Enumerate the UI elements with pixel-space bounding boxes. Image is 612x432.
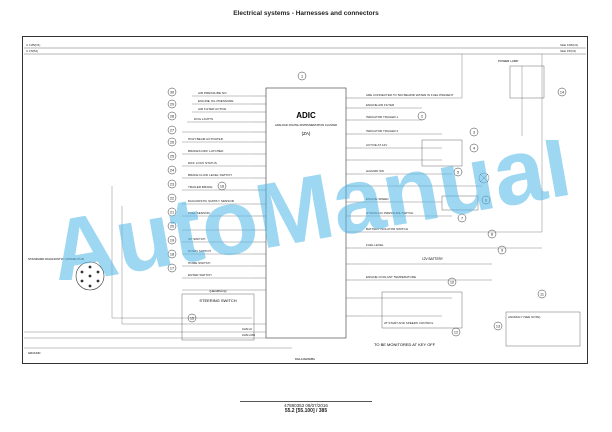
right-item-label: INDICATOR TRAILER 1 (366, 115, 399, 119)
callout-number: 5 (457, 170, 459, 174)
connector-label: STANDARD DIAGNOSTIC CONNECTOR (28, 257, 85, 261)
left-item-labels: AIR PRESSURE NO ENGINE OIL PRESSURE AIR … (188, 91, 235, 277)
legend-box (505, 311, 581, 347)
callout-number: 25 (170, 154, 174, 158)
callout-number: 3 (473, 130, 475, 134)
callout-number: 14 (560, 90, 564, 94)
steering-switch-title: STEERING SWITCH (199, 298, 236, 303)
callout-number: 12 (454, 330, 458, 334)
callout-number: 11 (540, 292, 544, 296)
lamp-symbol (478, 172, 490, 184)
callout-number: 2 (421, 114, 423, 118)
callout-number: 19 (170, 238, 174, 242)
callout-number: 28 (170, 114, 174, 118)
left-item-label: UP SWITCH (188, 237, 205, 241)
wiring-schematic: U F2B(D4) U F5(B4) SEE F2B(D4) SEE F5(D4… (24, 43, 586, 361)
right-item-labels: ARE CONNECTED TO 500 BEHIND WATER IN FUE… (366, 93, 540, 325)
callout-number: 21 (170, 210, 174, 214)
right-item-label: ACTIVE AT 12V (366, 143, 387, 147)
relay-box (509, 65, 545, 99)
diagram-frame (22, 36, 588, 364)
left-item-label: DIAGNOSTIC SUPPLY SENSOR (188, 199, 235, 203)
left-item-label: HOME SWITCH (188, 261, 210, 265)
adic-subtitle: ANALOGIC DIGITAL INSTRUMENTATION CLUSTER (275, 123, 337, 127)
footer-divider (240, 401, 372, 402)
callout-number: 9 (501, 248, 503, 252)
callout-number: 1 (301, 74, 303, 78)
figure-ref: RAIL14SA003BA (295, 357, 315, 361)
hydraulic-switch-box (421, 139, 463, 167)
engine-speed-box (441, 195, 479, 211)
left-item-label: BRAKES DIFF LATCHED (188, 149, 224, 153)
callout-numbers: 30 29 28 27 26 25 24 23 22 21 20 19 18 1… (170, 74, 564, 334)
left-item-label: DIFF LOCK STATUS (188, 161, 217, 165)
page-title: Electrical systems - Harnesses and conne… (233, 10, 379, 17)
bus-can-hi: CAN HI (242, 327, 252, 331)
rail-left-top: U F2B(D4) (26, 43, 40, 47)
right-item-label: INDICATOR TRAILER 2 (366, 129, 399, 133)
steering-switch-sub: (HandPump) (209, 289, 226, 293)
left-item-label: FUEL SENSOR (188, 211, 210, 215)
ground-label: GROUND (28, 351, 40, 355)
callout-number: 10 (450, 280, 454, 284)
right-item-label: ENGINE COOLANT TEMPERATURE (366, 275, 416, 279)
left-wires (24, 95, 292, 349)
steering-switch-box (181, 293, 255, 341)
callout-number: 16 (220, 184, 224, 188)
left-item-label: TRAILER BRAKE (188, 185, 212, 189)
callout-number: 13 (496, 324, 500, 328)
diagnostic-connector (75, 261, 105, 291)
right-item-label: ENGINE SPEED (366, 197, 389, 201)
footer-doc-ref: 47880353 08/07/2016 (284, 403, 328, 408)
callout-number: 8 (491, 232, 493, 236)
callout-number: 4 (473, 146, 475, 150)
bus-can-low: CAN LOW (242, 333, 255, 337)
callout-circles (167, 71, 567, 337)
callout-number: 18 (170, 252, 174, 256)
callout-number: 27 (170, 128, 174, 132)
left-item-label: DOWN SWITCH (188, 249, 211, 253)
callout-number: 20 (170, 224, 174, 228)
left-item-label: ENGINE OIL PRESSURE (198, 99, 233, 103)
power-rails (24, 47, 586, 55)
left-item-label: BRAKE FLUID LEVEL SWITCH (188, 173, 232, 177)
right-item-label: BATTERY ISOLATOR SWITCH (366, 227, 408, 231)
adic-code: (ZA) (302, 131, 311, 136)
legend-note: TO BE MONITORED AT KEY OFF (374, 342, 436, 347)
right-item-label: AT START AND SPEEDS CONTROL (384, 321, 434, 325)
callout-number: 17 (170, 266, 174, 270)
right-item-label: HYDRAULIC PRESSURE SWITCH (366, 211, 413, 215)
battery-label: 12V BATTERY (422, 257, 444, 261)
right-item-label: ANOMALY (SEE NOTE) (508, 315, 540, 319)
footer-page-ref: 55.2 [55.100] / 385 (284, 408, 328, 414)
callout-number: 22 (170, 196, 174, 200)
callout-number: 26 (170, 140, 174, 144)
right-item-label: FUEL LEVEL (366, 243, 384, 247)
coolant-sensor-box (381, 291, 463, 329)
rail-right-top: SEE F2B(D4) (560, 43, 578, 47)
left-item-label: ENTER SWITCH (188, 273, 212, 277)
rail-left-bot: U F5(B4) (26, 49, 38, 53)
callout-number: 23 (170, 182, 174, 186)
right-wires (362, 54, 543, 317)
adic-module (265, 87, 347, 339)
callout-number: 7 (461, 216, 463, 220)
right-item-label: ENGINE AIR FILTER (366, 103, 395, 107)
callout-number: 15 (190, 316, 194, 320)
lamp-label: POWER LAMP (498, 59, 518, 63)
left-item-label: HIGH BEAM ACTIVATED (188, 137, 224, 141)
rail-right-bot: SEE F5(D4) (560, 49, 576, 53)
callout-number: 29 (170, 102, 174, 106)
connector-pins (80, 265, 100, 288)
callout-number: 30 (170, 90, 174, 94)
right-item-label: ARE CONNECTED TO 500 BEHIND WATER IN FUE… (366, 93, 454, 97)
left-item-label: AIR PRESSURE NO (198, 91, 227, 95)
left-item-label: AIR FILTER ACTIVE (198, 107, 226, 111)
adic-name: ADIC (296, 111, 316, 120)
callout-number: 24 (170, 168, 174, 172)
right-item-label: HAZARD SW (366, 169, 384, 173)
module-pins (252, 95, 362, 317)
left-item-label: DOG LIGHTS (194, 117, 213, 121)
callout-number: 6 (485, 198, 487, 202)
